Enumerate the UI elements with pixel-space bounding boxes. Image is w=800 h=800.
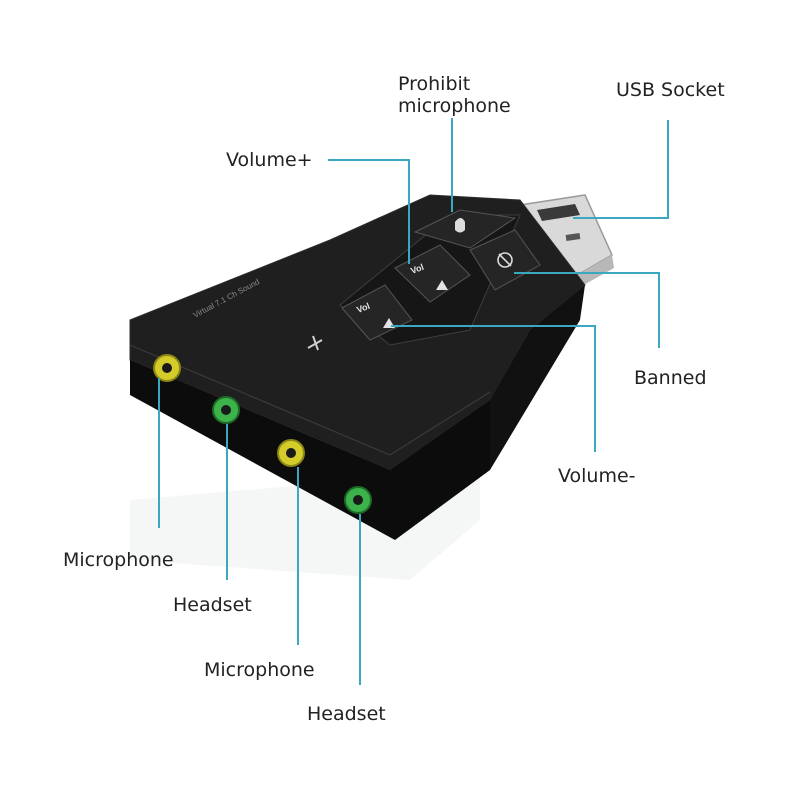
vol-key-bottom-text: Vol (355, 301, 371, 315)
label-volume-minus: Volume- (558, 465, 636, 487)
callout-line-banned (514, 272, 660, 348)
jack-microphone-1 (153, 354, 181, 382)
button-banned (469, 229, 541, 291)
label-microphone-1: Microphone (63, 549, 174, 571)
vol-key-top-text: Vol (409, 262, 425, 276)
callout-line-usb-socket (573, 120, 669, 219)
label-banned: Banned (634, 367, 707, 389)
label-headset-2: Headset (307, 703, 386, 725)
button-volume-plus (394, 244, 471, 303)
label-usb-socket: USB Socket (616, 79, 725, 101)
button-prohibit-microphone (413, 209, 517, 249)
label-prohibit-microphone: Prohibit microphone (398, 73, 511, 117)
label-microphone-2: Microphone (204, 659, 315, 681)
jack-microphone-2 (277, 439, 305, 467)
label-headset-1: Headset (173, 594, 252, 616)
mic-glyph-icon (307, 335, 323, 351)
label-volume-plus: Volume+ (226, 149, 313, 171)
jack-headset-1 (212, 396, 240, 424)
callout-line-volume-plus (328, 159, 410, 264)
jack-headset-2 (344, 486, 372, 514)
callout-lines (158, 118, 669, 685)
callout-line-volume-minus (391, 325, 596, 452)
